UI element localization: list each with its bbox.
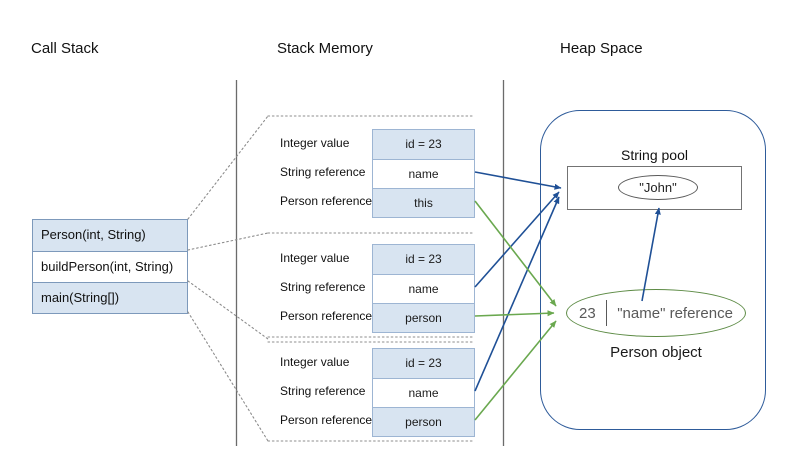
value-box-id: id = 23 xyxy=(373,245,474,274)
stack-frame-3-values: id = 23 name person xyxy=(372,348,475,437)
fan-line-4 xyxy=(187,311,269,442)
value-box-id: id = 23 xyxy=(373,130,474,159)
person-object-ellipse: 23 "name" reference xyxy=(566,289,746,337)
value-box-name: name xyxy=(373,159,474,188)
slot-label-integer-value: Integer value xyxy=(280,136,350,150)
slot-label-person-reference: Person reference xyxy=(280,309,373,323)
stack-frame-1-values: id = 23 name this xyxy=(372,129,475,218)
value-box-person: person xyxy=(373,407,474,436)
call-stack-frame-buildperson: buildPerson(int, String) xyxy=(33,251,187,282)
fan-line-2 xyxy=(187,232,269,251)
person-object-id: 23 xyxy=(579,304,596,322)
string-john-ellipse: "John" xyxy=(618,175,698,200)
slot-label-integer-value: Integer value xyxy=(280,355,350,369)
string-pool-box: "John" xyxy=(567,166,742,210)
slot-label-person-reference: Person reference xyxy=(280,194,373,208)
fan-line-3 xyxy=(187,280,269,340)
person-object-field-divider xyxy=(605,300,608,326)
call-stack-heading: Call Stack xyxy=(31,40,99,57)
slot-label-string-reference: String reference xyxy=(280,280,366,294)
slot-label-integer-value: Integer value xyxy=(280,251,350,265)
slot-label-string-reference: String reference xyxy=(280,384,366,398)
slot-label-string-reference: String reference xyxy=(280,165,366,179)
stack-memory-heading: Stack Memory xyxy=(277,40,373,57)
call-stack-frame-main: main(String[]) xyxy=(33,282,187,313)
value-box-name: name xyxy=(373,274,474,303)
value-box-id: id = 23 xyxy=(373,349,474,378)
slot-label-person-reference: Person reference xyxy=(280,413,373,427)
heap-space-heading: Heap Space xyxy=(560,40,643,57)
call-stack-box: Person(int, String) buildPerson(int, Str… xyxy=(32,219,188,314)
fan-line-1 xyxy=(187,115,269,220)
value-box-this: this xyxy=(373,188,474,217)
value-box-person: person xyxy=(373,303,474,332)
call-stack-frame-person: Person(int, String) xyxy=(33,220,187,251)
person-object-name-ref: "name" reference xyxy=(617,304,733,322)
person-object-label: Person object xyxy=(610,344,702,361)
stack-frame-2-values: id = 23 name person xyxy=(372,244,475,333)
string-pool-label: String pool xyxy=(621,147,688,163)
value-box-name: name xyxy=(373,378,474,407)
